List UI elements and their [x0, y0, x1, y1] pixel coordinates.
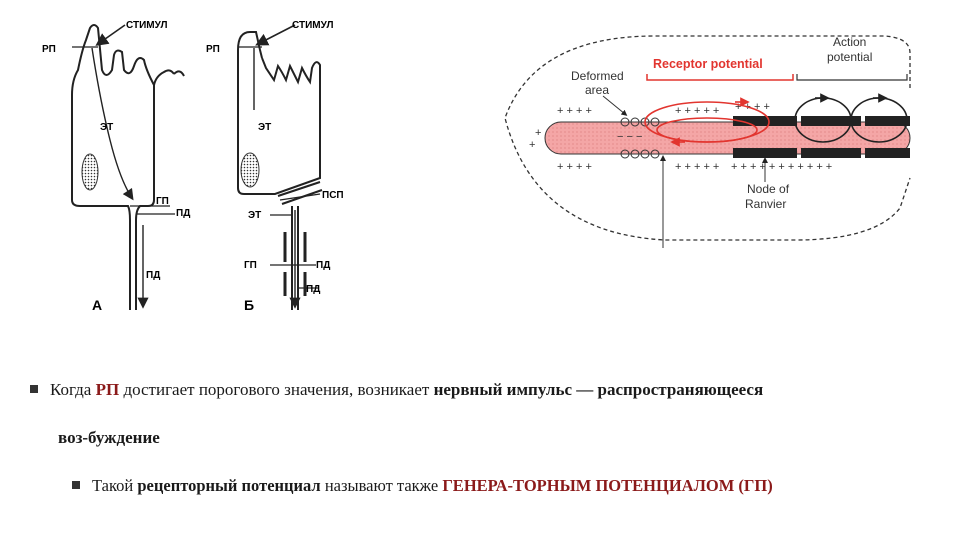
bullet-1-rp: РП [95, 380, 120, 399]
label-b-pd-mid: ПД [316, 260, 330, 271]
axon-core [544, 121, 911, 155]
label-a-rp: РП [42, 44, 56, 55]
nucleus-a [81, 153, 99, 191]
stimulus-arrow-b [255, 24, 296, 46]
label-action-1: Action [833, 35, 866, 49]
fiber-b-synapse [283, 232, 307, 296]
label-b-stimulus: СТИМУЛ [292, 20, 333, 31]
myelin-5 [865, 116, 910, 126]
myelin-6 [865, 148, 910, 158]
bullet-1-bold: нервный импульс — распространяющееся [433, 380, 764, 399]
bullet-2: Такой рецепторный потенциал называют так… [72, 476, 773, 496]
label-b-pd-low: ПД [306, 284, 320, 295]
label-node-1: Node of [747, 182, 790, 196]
cell-a [71, 24, 185, 310]
label-a-pd-top: ПД [176, 208, 190, 219]
myelin-4 [801, 148, 861, 158]
bullet-2-pre: Такой [92, 476, 138, 495]
label-b-et-cell: ЭТ [258, 122, 271, 133]
bullet-1-pre: Когда [50, 380, 96, 399]
label-b-gp: ГП [244, 260, 257, 271]
charge-signs: + + + + + + + + + + + + + + + + + + + + … [529, 101, 832, 173]
svg-text:+ + + + +: + + + + + [675, 105, 719, 117]
bullet-2-mid: называют также [320, 476, 443, 495]
nucleus-b [240, 152, 260, 188]
label-receptor-potential: Receptor potential [653, 57, 763, 71]
receptor-bracket [646, 74, 794, 81]
bullet-2-bold: рецепторный потенциал [137, 476, 321, 495]
myelin-2 [733, 148, 797, 158]
svg-text:+ + + +: + + + + [557, 161, 592, 173]
myelin-1 [733, 116, 797, 126]
action-bracket [796, 74, 908, 81]
bullet-1-marker [30, 385, 38, 393]
bullet-1-continuation: воз-буждение [58, 428, 160, 447]
action-current-loops [794, 93, 908, 143]
receptor-current-loops [644, 97, 770, 147]
label-action-2: potential [827, 50, 872, 64]
svg-text:− − −: − − − [617, 131, 642, 143]
label-a-gp: ГП [156, 196, 169, 207]
svg-text:+ + + +: + + + + [557, 105, 592, 117]
deformed-pointer [602, 95, 628, 116]
label-a-et: ЭТ [100, 122, 113, 133]
label-deformed-2: area [585, 83, 609, 97]
current-path-a [91, 47, 134, 201]
bullet-1-mid: достигает порогового значения, возникает [119, 380, 434, 399]
label-a-pd-bottom: ПД [146, 270, 160, 281]
panel-label-b: Б [244, 297, 254, 313]
bullet-1: Когда РП достигает порогового значения, … [30, 380, 763, 400]
myelin-3 [801, 116, 861, 126]
label-b-rp: РП [206, 44, 220, 55]
receptor-potential-diagram: + + + + + + + + + + + + + + + + + + + + … [504, 35, 911, 248]
panel-label-a: А [92, 297, 102, 313]
svg-text:+: + [529, 139, 535, 151]
receptor-cells-diagram: СТИМУЛ РП ЭТ ГП ПД ПД А СТИМУЛ РП ЭТ ПСП… [42, 20, 344, 313]
label-node-2: Ranvier [745, 197, 786, 211]
deformed-area-rings [620, 117, 660, 159]
bullet-2-marker [72, 481, 80, 489]
svg-text:+ + + + +: + + + + + [675, 161, 719, 173]
label-b-et-fiber: ЭТ [248, 210, 261, 221]
label-b-psp: ПСП [322, 190, 344, 201]
bullet-2-highlight: ГЕНЕРА-ТОРНЫМ ПОТЕНЦИАЛОМ (ГП) [442, 476, 773, 495]
svg-text:+ + + + + + + + + + +: + + + + + + + + + + + [731, 161, 832, 173]
label-deformed-1: Deformed [571, 69, 624, 83]
label-a-stimulus: СТИМУЛ [126, 20, 167, 31]
svg-text:+: + [535, 127, 541, 139]
stimulus-arrow-a [95, 24, 126, 46]
